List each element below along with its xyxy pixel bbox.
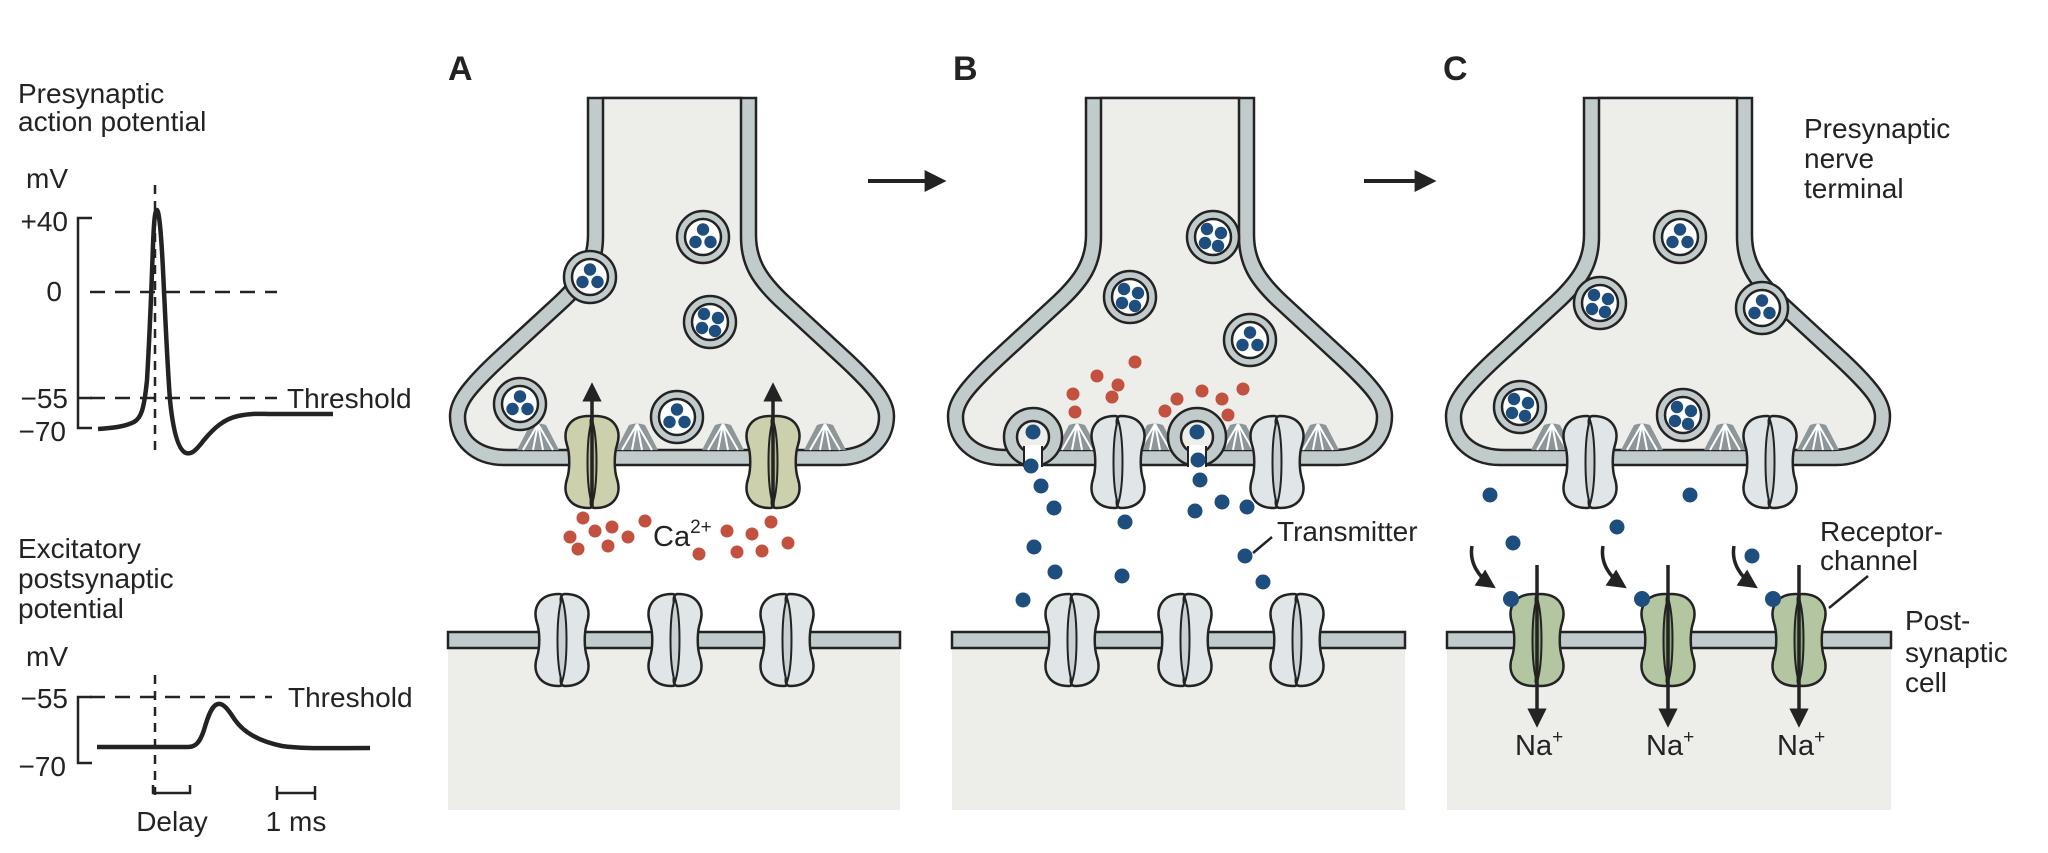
synaptic-vesicle [562, 249, 618, 305]
postsynaptic-receptor-closed [1269, 592, 1325, 688]
postsynaptic-cell-label-line1: Post- [1905, 605, 1970, 636]
calcium-channel [1249, 414, 1305, 510]
panel-b-letter: B [953, 50, 978, 88]
ap-tick-minus70: −70 [19, 416, 67, 447]
synaptic-vesicle [675, 209, 731, 265]
receptor-channel-label-line2: channel [1820, 545, 1918, 576]
epsp-unit-label: mV [26, 641, 68, 672]
ap-title-line1: Presynaptic [18, 78, 164, 109]
synaptic-vesicle [1734, 280, 1790, 336]
presynaptic-terminal-label-line3: terminal [1804, 173, 1904, 204]
calcium-channel [1090, 414, 1146, 510]
panel-b: B [946, 50, 1418, 810]
calcium-ions-cleft [563, 511, 795, 561]
synaptic-vesicle [682, 294, 738, 350]
synaptic-vesicle [1185, 209, 1241, 265]
postsynaptic-receptor-closed [534, 592, 590, 688]
synaptic-vesicle [1102, 269, 1158, 325]
postsynaptic-receptor-closed [759, 592, 815, 688]
panel-c: C Na+ Na+ Na+ [1443, 50, 2008, 810]
bound-transmitter [1503, 591, 1519, 607]
delay-label: Delay [136, 806, 208, 837]
binding-curved-arrow [1600, 545, 1627, 589]
epsp-trace [97, 701, 371, 751]
timescale-label: 1 ms [266, 806, 327, 837]
epsp-title-line3: potential [18, 593, 124, 624]
delay-bracket [151, 785, 192, 795]
postsynaptic-receptor-closed [1157, 592, 1213, 688]
postsynaptic-cell-label-line3: cell [1905, 667, 1947, 698]
bound-transmitter [1765, 591, 1781, 607]
presynaptic-terminal-label-line1: Presynaptic [1804, 113, 1950, 144]
epsp-axis-bracket [76, 695, 92, 765]
transmitter-molecules-cleft [1482, 487, 1760, 564]
synaptic-vesicle [1572, 275, 1628, 331]
panel-c-letter: C [1443, 50, 1468, 88]
synaptic-vesicle [1655, 387, 1711, 443]
ap-threshold-label: Threshold [287, 383, 412, 414]
sodium-label: Na+ [1515, 727, 1563, 762]
ap-tick-zero: 0 [46, 276, 62, 307]
calcium-channel [1742, 414, 1798, 510]
action-potential-graph: Presynaptic action potential mV +40 0 −5… [18, 78, 412, 457]
timescale-bar [275, 786, 317, 800]
synaptic-vesicle [1492, 379, 1548, 435]
released-transmitter-molecules [1015, 452, 1271, 608]
panel-a-letter: A [448, 50, 473, 88]
presynaptic-terminal-label-line2: nerve [1804, 143, 1874, 174]
postsynaptic-cell-label-line2: synaptic [1905, 637, 2008, 668]
ap-title-line2: action potential [18, 106, 206, 137]
ap-tick-plus40: +40 [21, 206, 69, 237]
postsynaptic-receptor-closed [647, 592, 703, 688]
sodium-label: Na+ [1777, 727, 1825, 762]
calcium-ions-inside-terminal [1066, 355, 1250, 422]
postsynaptic-receptor-closed [1044, 592, 1100, 688]
ap-tick-minus55: −55 [21, 383, 69, 414]
bound-transmitter [1634, 591, 1650, 607]
epsp-title-line2: postsynaptic [18, 563, 174, 594]
epsp-graph: Excitatory postsynaptic potential mV −55… [18, 533, 413, 837]
receptor-channel-label-line1: Receptor- [1820, 516, 1943, 547]
ap-trace [97, 207, 333, 456]
transmitter-label: Transmitter [1277, 516, 1418, 547]
binding-curved-arrow [1469, 545, 1496, 589]
epsp-title-line1: Excitatory [18, 533, 141, 564]
synaptic-vesicle [1222, 312, 1278, 368]
epsp-tick-minus55: −55 [21, 683, 69, 714]
sodium-label: Na+ [1646, 727, 1694, 762]
calcium-channel [1562, 414, 1618, 510]
synaptic-vesicle [649, 389, 705, 445]
epsp-threshold-label: Threshold [288, 682, 413, 713]
receptor-channel-pointer-line [1828, 575, 1869, 609]
synaptic-vesicle [492, 376, 548, 432]
calcium-label: Ca2+ [653, 517, 712, 553]
binding-curved-arrow [1731, 545, 1758, 589]
synaptic-vesicle [1652, 209, 1708, 265]
epsp-tick-minus70: −70 [19, 751, 67, 782]
ap-unit-label: mV [26, 163, 68, 194]
transmitter-pointer-line [1252, 536, 1273, 554]
panel-a: A Ca2+ [446, 50, 902, 810]
ap-axis-bracket [76, 216, 92, 430]
